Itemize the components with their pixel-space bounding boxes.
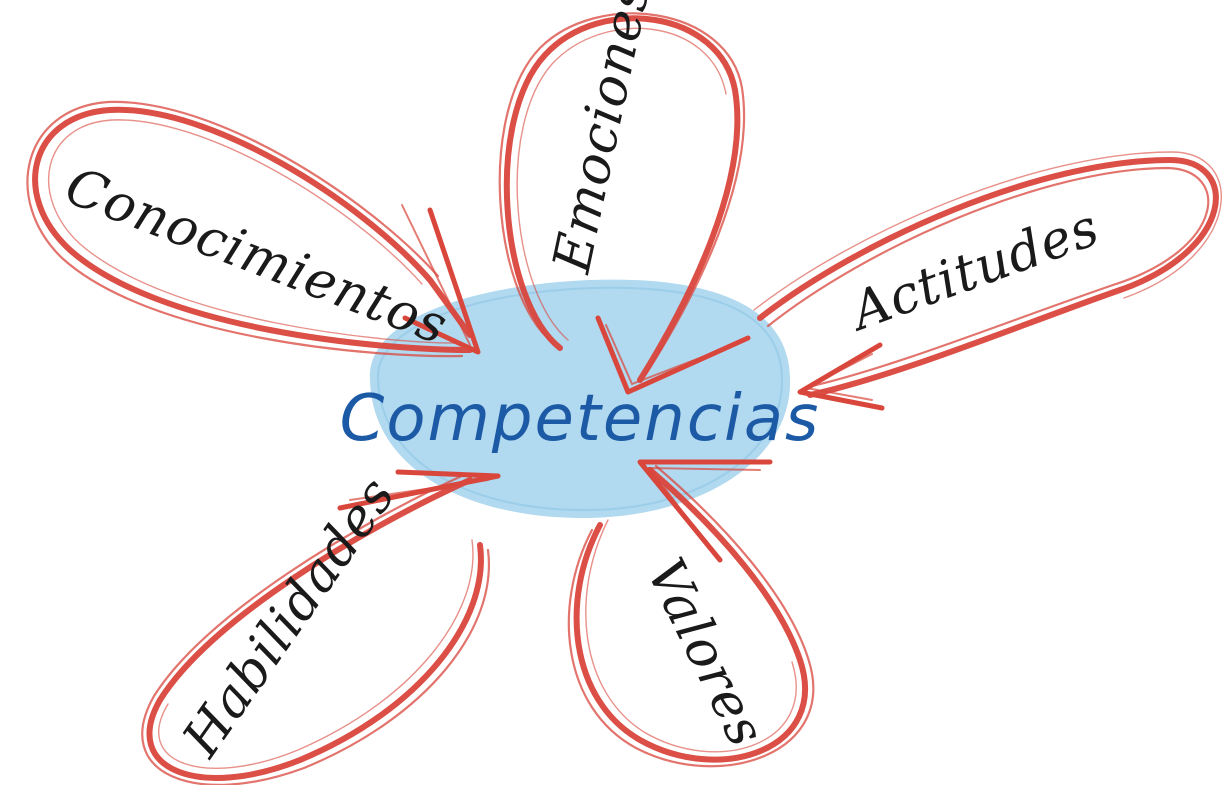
petal-loop-actitudes-sketch2 [753,151,1222,311]
petal-loop-actitudes-sketch [766,166,1210,388]
petal-loop-conocimientos [32,106,473,353]
arrow-head-conocimientos [402,207,481,355]
petal-loop-valores [573,467,809,763]
petal-loop-habilidades [146,477,484,781]
petal-label-actitudes: Actitudes [840,197,1107,343]
petal-loop-conocimientos-sketch2 [47,119,456,344]
center-label: Competencias [340,382,821,456]
petal-loop-habilidades-sketch [141,472,491,785]
petal-loop-habilidades-sketch2 [158,539,474,769]
center-blob-edge [376,286,784,512]
petal-loop-actitudes [757,157,1219,398]
petal-loop-emociones-sketch2 [516,27,727,341]
petal-loop-valores-sketch [567,464,815,768]
petal-loop-conocimientos-sketch [26,100,464,358]
arrow-head-habilidades [337,469,501,511]
petal-loop-emociones [503,15,741,383]
arrow-head-conocimientos-sketch [401,204,471,346]
petal-loop-emociones-sketch [498,12,746,376]
petal-conocimientos: Conocimientos [26,100,481,358]
petal-habilidades: Habilidades [141,466,501,785]
arrow-head-habilidades-sketch [349,479,489,501]
arrow-head-actitudes-sketch [802,353,873,401]
arrow-head-valores-sketch [647,466,761,553]
petal-actitudes: Actitudes [753,151,1222,411]
arrow-head-emociones-sketch [605,324,737,386]
arrow-head-emociones [595,315,751,395]
arrow-head-actitudes [797,342,885,411]
petal-loop-valores-sketch2 [585,519,797,753]
